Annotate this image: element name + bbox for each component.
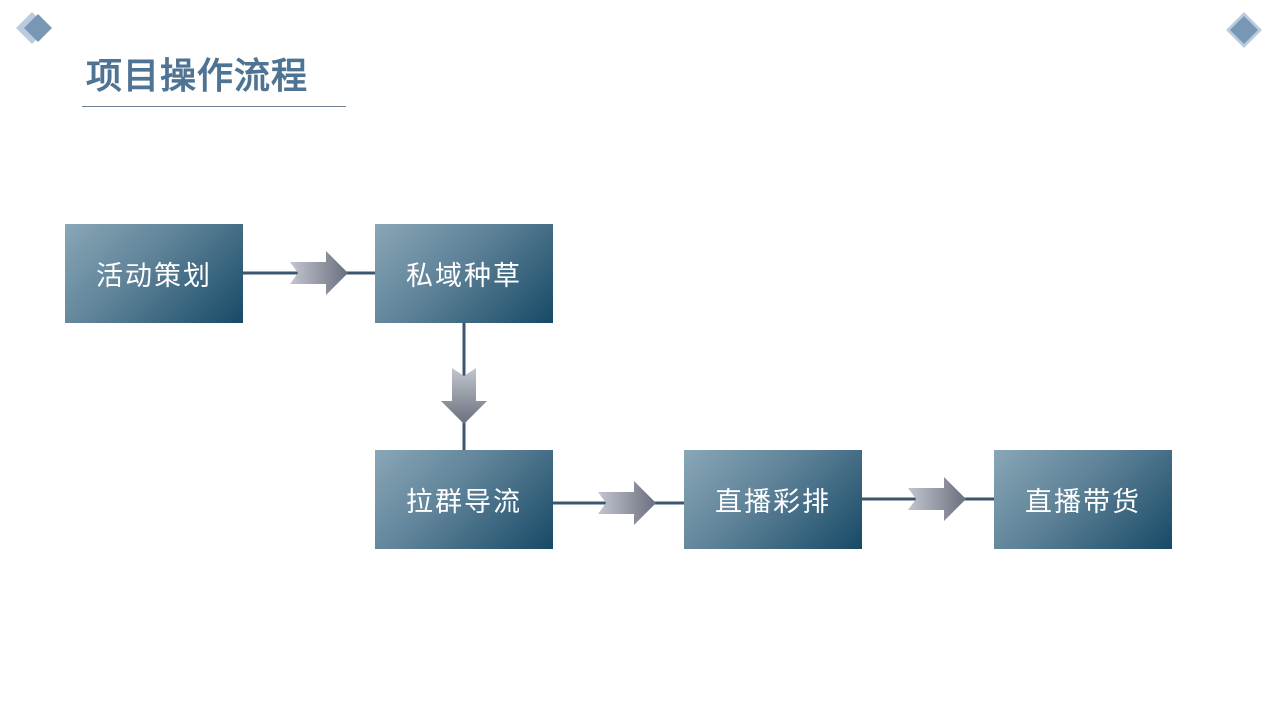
connector-step2-step3 <box>441 323 487 450</box>
title-underline <box>82 106 346 107</box>
step-box-live-selling: 直播带货 <box>994 450 1172 549</box>
arrow-right-icon <box>598 481 656 525</box>
step-box-live-rehearsal: 直播彩排 <box>684 450 862 549</box>
arrow-right-icon <box>908 477 966 521</box>
arrow-down-icon <box>441 368 487 424</box>
corner-diamond-icon <box>1226 12 1262 48</box>
step-box-activity-planning: 活动策划 <box>65 224 243 323</box>
step-box-private-seeding: 私域种草 <box>375 224 553 323</box>
corner-diamond-icon <box>16 12 52 44</box>
page-title: 项目操作流程 <box>86 56 309 97</box>
step-box-group-traffic: 拉群导流 <box>375 450 553 549</box>
arrow-right-icon <box>290 251 348 295</box>
connector-step4-step5 <box>862 477 994 521</box>
connector-step1-step2 <box>243 251 375 295</box>
connector-step3-step4 <box>553 481 684 525</box>
